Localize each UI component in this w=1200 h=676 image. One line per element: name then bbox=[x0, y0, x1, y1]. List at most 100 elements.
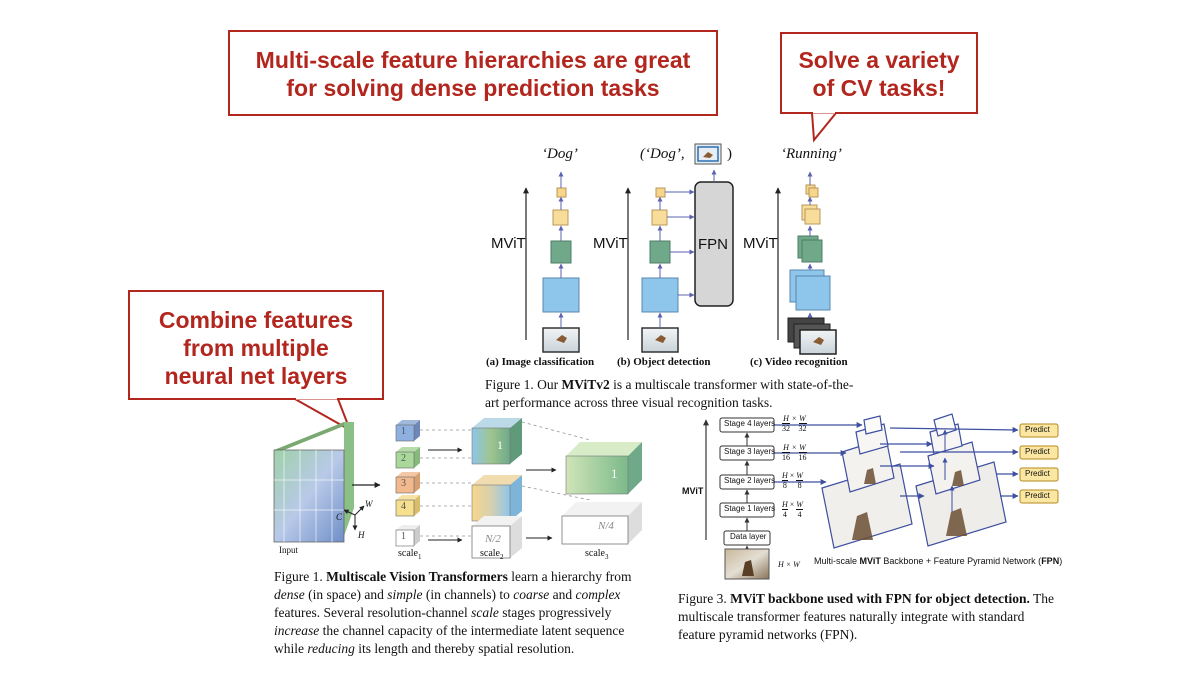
callout-top: Multi-scale feature hierarchies are grea… bbox=[228, 30, 718, 116]
callout-top-line2: for solving dense prediction tasks bbox=[286, 75, 660, 101]
scale3-block-label: 1 bbox=[611, 466, 618, 481]
fdc-a: Multi-scale bbox=[814, 556, 860, 566]
flc-p15: the channel capacity of the intermediate… bbox=[274, 623, 625, 656]
output-label-running: ‘Running’ bbox=[781, 146, 842, 162]
stage1-label: Stage 1 layers bbox=[724, 504, 776, 513]
axis-h-label: H bbox=[358, 530, 365, 540]
col-video-recognition bbox=[775, 171, 837, 355]
slice-label-1: 1 bbox=[401, 426, 406, 437]
feature-maps bbox=[821, 413, 1007, 549]
slice-label-2: 2 bbox=[401, 453, 406, 464]
scale1-block bbox=[471, 418, 522, 465]
flc-p2: Multiscale Vision Transformers bbox=[326, 569, 508, 584]
flc-p8: coarse bbox=[513, 587, 550, 602]
flc-p7: (in channels) to bbox=[422, 587, 514, 602]
scale1-sub: 1 bbox=[418, 553, 422, 561]
fmap2-tiny bbox=[933, 413, 957, 437]
slice-1 bbox=[395, 420, 420, 442]
flc-p3: learn a hierarchy from bbox=[507, 569, 632, 584]
predict-label-2: Predict bbox=[1025, 447, 1050, 456]
callout-left: Combine features from multiple neural ne… bbox=[128, 290, 384, 400]
fig-top-caption-rest: is a multiscale transformer with state-o… bbox=[485, 377, 854, 410]
slice-5 bbox=[395, 525, 420, 547]
predict-label-4: Predict bbox=[1025, 491, 1050, 500]
fig-right-caption: Figure 3. MViT backbone used with FPN fo… bbox=[678, 590, 1060, 644]
scale1-label: scale1 bbox=[398, 548, 422, 561]
callout-right-line2: of CV tasks! bbox=[812, 75, 946, 101]
block-green-c bbox=[801, 239, 823, 263]
flc-p5: (in space) and bbox=[304, 587, 388, 602]
predict-boxes bbox=[1019, 423, 1059, 504]
stage2-label: Stage 2 layers bbox=[724, 476, 776, 485]
fig-right-caption-prefix: Figure 3. bbox=[678, 591, 731, 606]
predict-label-3: Predict bbox=[1025, 469, 1050, 478]
callout-top-line1: Multi-scale feature hierarchies are grea… bbox=[255, 47, 691, 73]
slice-label-5: 1 bbox=[401, 531, 406, 542]
res2-hd: 8 bbox=[782, 481, 787, 490]
res3-times: × bbox=[792, 443, 797, 452]
output-label-det-open: (‘Dog’, bbox=[640, 146, 685, 162]
fig-right-caption-rest: The multiscale transformer features natu… bbox=[678, 591, 1054, 642]
scale3-white-label: N/4 bbox=[598, 520, 614, 532]
dog-silhouette-a bbox=[556, 335, 567, 343]
col-object-detection bbox=[625, 143, 734, 353]
mvit-label-a: MViT bbox=[491, 235, 526, 252]
res2-h: H bbox=[782, 471, 788, 481]
res3-wd: 16 bbox=[798, 453, 807, 462]
res1-wd: 4 bbox=[797, 510, 802, 519]
callout-right-line1: Solve a variety bbox=[798, 47, 960, 73]
fdc-d: FPN bbox=[1041, 556, 1060, 566]
scale3-block-white bbox=[561, 502, 642, 545]
sublabel-c: (c) Video recognition bbox=[750, 356, 848, 368]
callout-left-line3: neural net layers bbox=[164, 363, 348, 389]
scale2-sub: 2 bbox=[500, 553, 504, 561]
projection-lines bbox=[420, 421, 591, 537]
axis-w-label: W bbox=[365, 499, 373, 509]
fdc-b: MViT bbox=[859, 556, 881, 566]
predict-label-1: Predict bbox=[1025, 425, 1050, 434]
flc-p1: Figure 1. bbox=[274, 569, 327, 584]
flc-p11: features. Several resolution-channel bbox=[274, 605, 472, 620]
scale1-text: scale bbox=[398, 548, 418, 559]
flc-p14: increase bbox=[274, 623, 320, 638]
callout-right: Solve a variety of CV tasks! bbox=[780, 32, 978, 114]
res3-hd: 16 bbox=[782, 453, 790, 462]
mvit-label-c: MViT bbox=[743, 235, 778, 252]
fdc-c: Backbone + Feature Pyramid Network ( bbox=[880, 556, 1042, 566]
scale1-block-label: 1 bbox=[497, 438, 503, 452]
axis-indicator bbox=[343, 505, 365, 531]
mvit-label-b: MViT bbox=[593, 235, 628, 252]
scale2-text: scale bbox=[480, 548, 500, 559]
flc-p6: simple bbox=[387, 587, 423, 602]
predict-box-3 bbox=[1019, 467, 1059, 482]
fig-top-caption-prefix: Figure 1. Our bbox=[485, 377, 562, 392]
res4-hd: 32 bbox=[782, 424, 790, 433]
flc-p17: its length and thereby spatial resolutio… bbox=[354, 641, 575, 656]
block-blue-b bbox=[641, 277, 679, 313]
res1-h: H bbox=[782, 500, 788, 510]
flc-p9: and bbox=[549, 587, 576, 602]
res2-w: W bbox=[796, 471, 803, 481]
res4-w: W bbox=[798, 414, 807, 424]
stage4-label: Stage 4 layers bbox=[724, 419, 776, 428]
slice-2 bbox=[395, 447, 420, 469]
output-label-det-close: ) bbox=[727, 146, 732, 162]
fdc-e: ) bbox=[1059, 556, 1063, 566]
callout-left-line2: from multiple bbox=[183, 335, 329, 361]
scale3-sub: 3 bbox=[605, 553, 609, 561]
block-yellow-c bbox=[804, 208, 821, 225]
sublabel-a: (a) Image classification bbox=[486, 356, 595, 368]
output-label-dog: ‘Dog’ bbox=[542, 146, 578, 162]
slice-label-3: 3 bbox=[401, 478, 406, 489]
res4-wd: 32 bbox=[798, 424, 807, 433]
fmap-tiny bbox=[863, 415, 883, 435]
res1-hd: 4 bbox=[782, 510, 787, 519]
scale3-block bbox=[565, 442, 642, 495]
fpn-label: FPN bbox=[698, 236, 728, 253]
predict-box-4 bbox=[1019, 489, 1059, 504]
flc-p10: complex bbox=[575, 587, 621, 602]
